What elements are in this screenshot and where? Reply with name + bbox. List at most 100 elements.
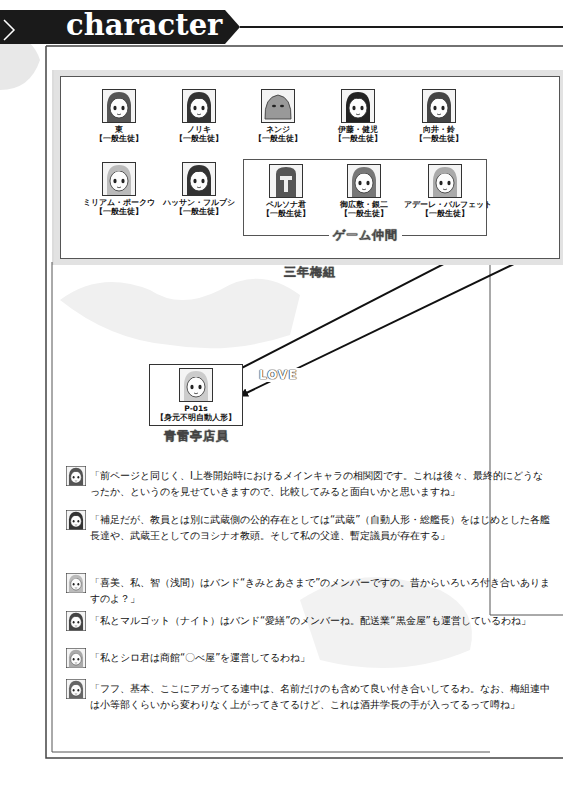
speaker-icon xyxy=(66,648,86,668)
bangs xyxy=(430,95,448,104)
face-icon xyxy=(422,89,456,123)
character-name: 東 xyxy=(80,125,158,134)
eye xyxy=(113,179,116,183)
helmet xyxy=(276,167,296,197)
icon-frame xyxy=(348,165,381,198)
eye xyxy=(77,476,79,479)
hair xyxy=(427,92,451,122)
icon-frame xyxy=(183,90,216,123)
eye xyxy=(77,520,79,523)
character-role: 【一般生徒】 xyxy=(80,134,158,143)
icon-frame xyxy=(262,90,295,123)
eye xyxy=(433,106,436,110)
region-frame xyxy=(490,262,563,263)
mouth xyxy=(75,480,77,481)
hair xyxy=(187,92,211,122)
speaker-icon xyxy=(66,573,86,593)
icon-frame xyxy=(66,611,85,630)
region-frame xyxy=(52,262,563,752)
face xyxy=(71,515,82,527)
slime-icon xyxy=(261,89,295,123)
bangs xyxy=(187,374,205,383)
face xyxy=(355,173,373,193)
face xyxy=(430,98,448,118)
page-frame xyxy=(46,46,563,758)
dialogue-line: 「喜美、私、智（浅間）はバンド“きみとあさまで”のメンバーですの。昔からいろいろ… xyxy=(90,575,552,607)
icon-frame xyxy=(66,466,85,485)
mouth xyxy=(197,114,201,116)
dialogue-line: 「私とシロ君は商館“〇べ屋”を運営してるわね」 xyxy=(90,650,552,666)
eye xyxy=(77,689,79,692)
bangs xyxy=(71,614,82,619)
hair xyxy=(69,650,83,668)
slime xyxy=(265,95,291,119)
character-card: 東【一般生徒】 xyxy=(80,89,158,143)
character-role: 【一般生徒】 xyxy=(80,207,158,216)
face xyxy=(190,98,208,118)
group-heading-text: 三年梅組 xyxy=(280,265,340,279)
character-name: ミリアム・ポークウ xyxy=(80,198,158,207)
eye xyxy=(201,179,204,183)
eye xyxy=(121,179,124,183)
bangs xyxy=(71,513,82,518)
hair xyxy=(107,92,131,122)
hair xyxy=(69,512,83,530)
bangs xyxy=(71,469,82,474)
mouth xyxy=(197,187,201,189)
character-role: 【一般生徒】 xyxy=(239,134,317,143)
face-icon xyxy=(182,89,216,123)
bangs xyxy=(110,168,128,177)
header-chevron xyxy=(4,20,14,40)
character-card: ハッサン・フルブシ【一般生徒】 xyxy=(160,162,238,216)
eye xyxy=(73,583,75,586)
bangs xyxy=(349,95,367,104)
hair xyxy=(184,371,208,401)
group-heading: 三年梅組 xyxy=(61,264,559,281)
mouth xyxy=(75,587,77,588)
face xyxy=(110,98,128,118)
icon-frame xyxy=(423,90,456,123)
character-card: ネンジ【一般生徒】 xyxy=(239,89,317,143)
eye xyxy=(190,385,193,389)
dialogue-line: 「私とマルゴット（ナイト）はバンド“愛繕”のメンバーね。配送業“黒金屋”も運営し… xyxy=(90,613,552,629)
eye xyxy=(77,621,79,624)
icon-frame xyxy=(342,90,375,123)
group-heading: ゲーム仲間 xyxy=(244,227,486,244)
mouth xyxy=(443,189,447,191)
character-card: 御広敷・銀二【一般生徒】 xyxy=(325,164,403,218)
face xyxy=(110,171,128,191)
mouth xyxy=(117,114,121,116)
face-icon xyxy=(428,164,462,198)
group-box: ゲーム仲間ペルソナ君【一般生徒】御広敷・銀二【一般生徒】アデーレ・バルフェット【… xyxy=(243,159,487,236)
icon-frame xyxy=(103,90,136,123)
character-name: 伊藤・健児 xyxy=(319,125,397,134)
character-name: ペルソナ君 xyxy=(247,200,325,209)
eye xyxy=(198,385,201,389)
character-card: ミリアム・ポークウ【一般生徒】 xyxy=(80,162,158,216)
face xyxy=(436,173,454,193)
group-box: 三年梅組東【一般生徒】ノリキ【一般生徒】ネンジ【一般生徒】伊藤・健児【一般生徒】… xyxy=(60,76,560,259)
group-heading-text: ゲーム仲間 xyxy=(329,228,402,242)
character-name: ノリキ xyxy=(160,125,238,134)
helmet-icon xyxy=(269,164,303,198)
character-card: P-01s【身元不明自動人形】青雷亭店員 xyxy=(149,364,243,426)
icon-frame xyxy=(180,369,213,402)
eye xyxy=(121,106,124,110)
bangs xyxy=(355,170,373,179)
face xyxy=(71,616,82,628)
eye xyxy=(73,520,75,523)
eye xyxy=(201,106,204,110)
face xyxy=(71,684,82,696)
character-name: ネンジ xyxy=(239,125,317,134)
map-shadow xyxy=(0,38,40,91)
face-icon xyxy=(182,162,216,196)
character-name: P-01s xyxy=(154,404,238,413)
character-name: 向井・鈴 xyxy=(400,125,478,134)
speaker-icon xyxy=(66,611,86,631)
mouth xyxy=(75,524,77,525)
character-name: アデーレ・バルフェット xyxy=(404,200,486,209)
character-name: 御広敷・銀二 xyxy=(325,200,403,209)
page-title: character xyxy=(66,8,222,42)
hair xyxy=(69,468,83,486)
icon-frame xyxy=(103,163,136,196)
